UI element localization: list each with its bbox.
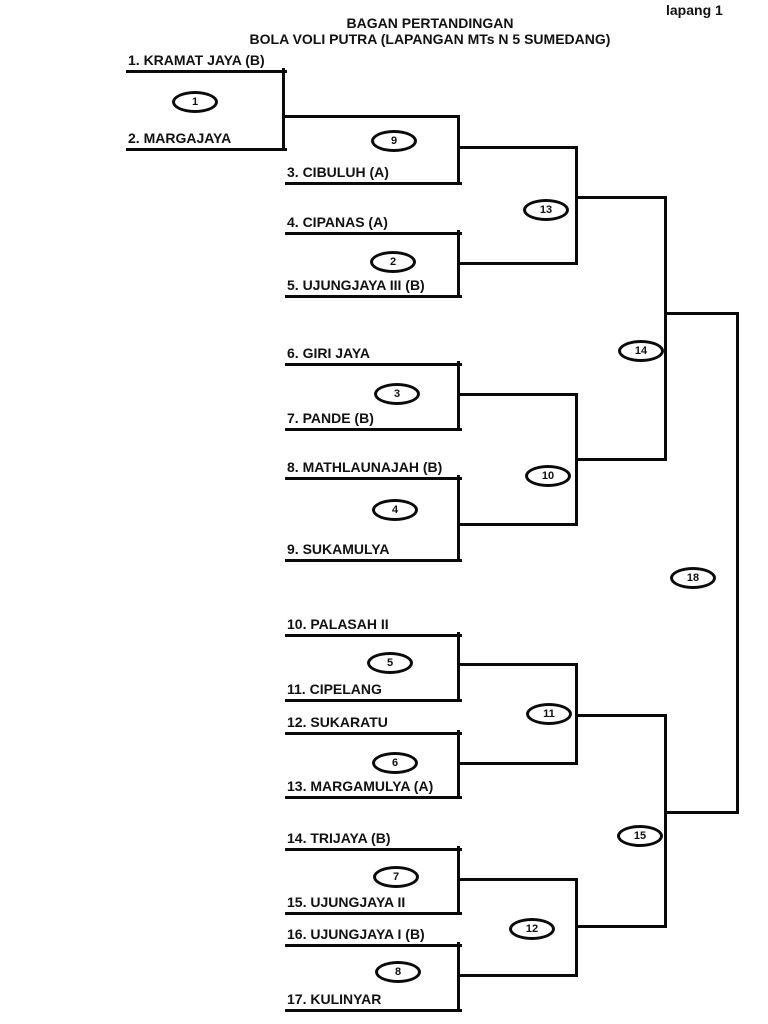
match-10-winner-line [575,458,667,461]
team-8-label: 8. MATHLAUNAJAH (B) [285,454,462,480]
match-11-badge: 11 [526,703,572,725]
match-5-connector [457,632,460,700]
match-4-winner-line [457,523,578,526]
match-15-winner-line [664,811,739,814]
team-4-label: 4. CIPANAS (A) [285,209,462,235]
match-9-connector [457,115,460,183]
match-11-winner-line [575,714,667,717]
team-6-label: 6. GIRI JAYA [285,340,462,366]
team-10-label: 10. PALASAH II [285,611,462,637]
match-12-winner-line [575,925,667,928]
match-1-connector [282,68,285,149]
match-6-winner-line [457,762,578,765]
team-5-label: 5. UJUNGJAYA III (B) [285,272,462,298]
match-7-badge: 7 [373,866,419,888]
match-13-badge: 13 [523,199,569,221]
match-5-badge: 5 [367,652,413,674]
team-3-label: 3. CIBULUH (A) [285,159,462,185]
match-3-winner-line [457,393,578,396]
match-14-connector [664,196,667,461]
match-9-winner-line [457,146,578,149]
match-1-badge: 1 [172,91,218,113]
match-6-badge: 6 [372,752,418,774]
match-13-connector [575,146,578,265]
match-8-badge: 8 [375,961,421,983]
match-4-connector [457,475,460,560]
match-2-badge: 2 [370,251,416,273]
match-9-badge: 9 [371,130,417,152]
match-14-badge: 14 [618,340,664,362]
match-4-badge: 4 [372,499,418,521]
match-10-badge: 10 [525,465,571,487]
match-1-winner-line [282,115,460,118]
team-7-label: 7. PANDE (B) [285,405,462,431]
match-2-winner-line [457,262,578,265]
match-14-winner-line [664,312,739,315]
team-12-label: 12. SUKARATU [285,709,462,735]
match-12-badge: 12 [509,918,555,940]
court-label: lapang 1 [666,2,723,18]
match-13-winner-line [575,196,667,199]
match-8-winner-line [457,974,578,977]
team-11-label: 11. CIPELANG [285,676,462,702]
match-18-connector [736,312,739,814]
team-1-label: 1. KRAMAT JAYA (B) [126,47,287,73]
team-15-label: 15. UJUNGJAYA II [285,889,462,915]
title-line-1: BAGAN PERTANDINGAN [346,15,514,31]
match-3-badge: 3 [374,383,420,405]
team-13-label: 13. MARGAMULYA (A) [285,773,462,799]
match-18-badge: 18 [670,567,716,589]
team-17-label: 17. KULINYAR [285,986,462,1012]
page-title: BAGAN PERTANDINGAN BOLA VOLI PUTRA (LAPA… [130,15,730,47]
title-line-2: BOLA VOLI PUTRA (LAPANGAN MTs N 5 SUMEDA… [249,31,611,47]
team-2-label: 2. MARGAJAYA [126,125,287,151]
team-14-label: 14. TRIJAYA (B) [285,825,462,851]
match-15-connector [664,714,667,928]
team-16-label: 16. UJUNGJAYA I (B) [285,921,462,947]
match-15-badge: 15 [617,825,663,847]
match-7-winner-line [457,878,578,881]
match-5-winner-line [457,663,578,666]
team-9-label: 9. SUKAMULYA [285,536,462,562]
